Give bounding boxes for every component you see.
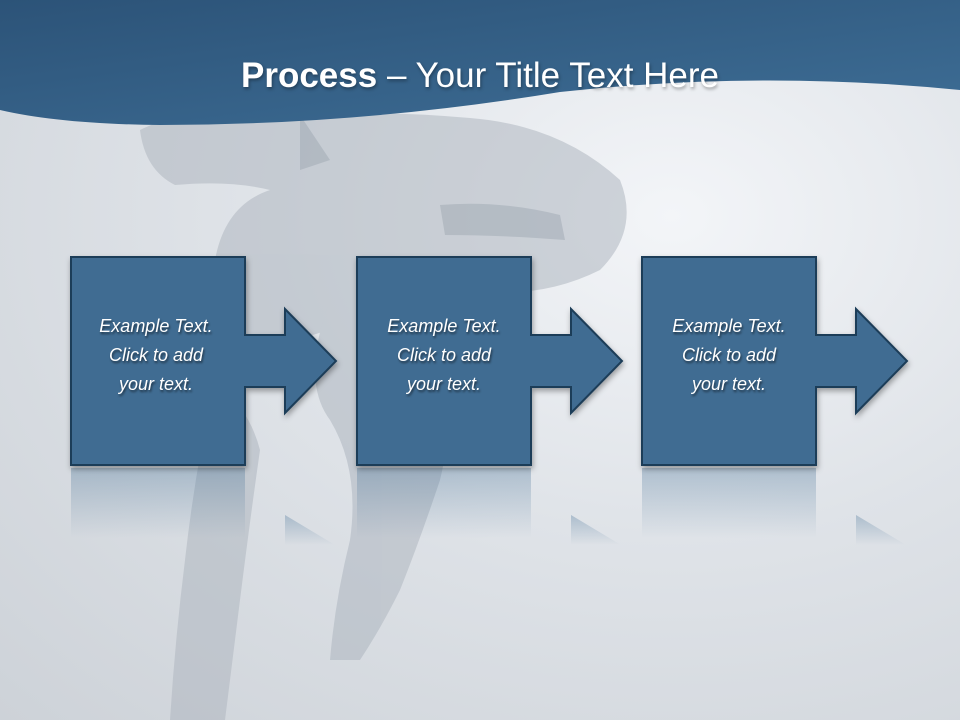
step-2-line-1: Example Text. [387,316,501,336]
step-1-line-2: Click to add [108,345,204,365]
step-2-line-2: Click to add [396,345,492,365]
step-2-text[interactable]: Example Text. Click to add your text. [359,312,529,399]
step-2-reflection [357,468,621,545]
header-band [0,0,960,125]
step-1-line-1: Example Text. [99,316,213,336]
step-2-arrow-box[interactable] [356,256,624,466]
step-3-reflection [642,468,906,545]
step-1-arrow-box[interactable] [70,256,338,466]
step-3-line-2: Click to add [681,345,777,365]
step-2-line-3: your text. [406,374,482,394]
step-1-line-3: your text. [118,374,194,394]
step-1-reflection [71,468,335,545]
title-rest: – Your Title Text Here [377,56,719,95]
step-1-text[interactable]: Example Text. Click to add your text. [71,312,241,399]
step-3-arrow-box[interactable] [641,256,909,466]
title-bold: Process [241,56,378,95]
step-3-line-3: your text. [691,374,767,394]
slide-title: Process – Your Title Text Here [0,50,960,102]
step-3-text[interactable]: Example Text. Click to add your text. [644,312,814,399]
step-3-line-1: Example Text. [672,316,786,336]
